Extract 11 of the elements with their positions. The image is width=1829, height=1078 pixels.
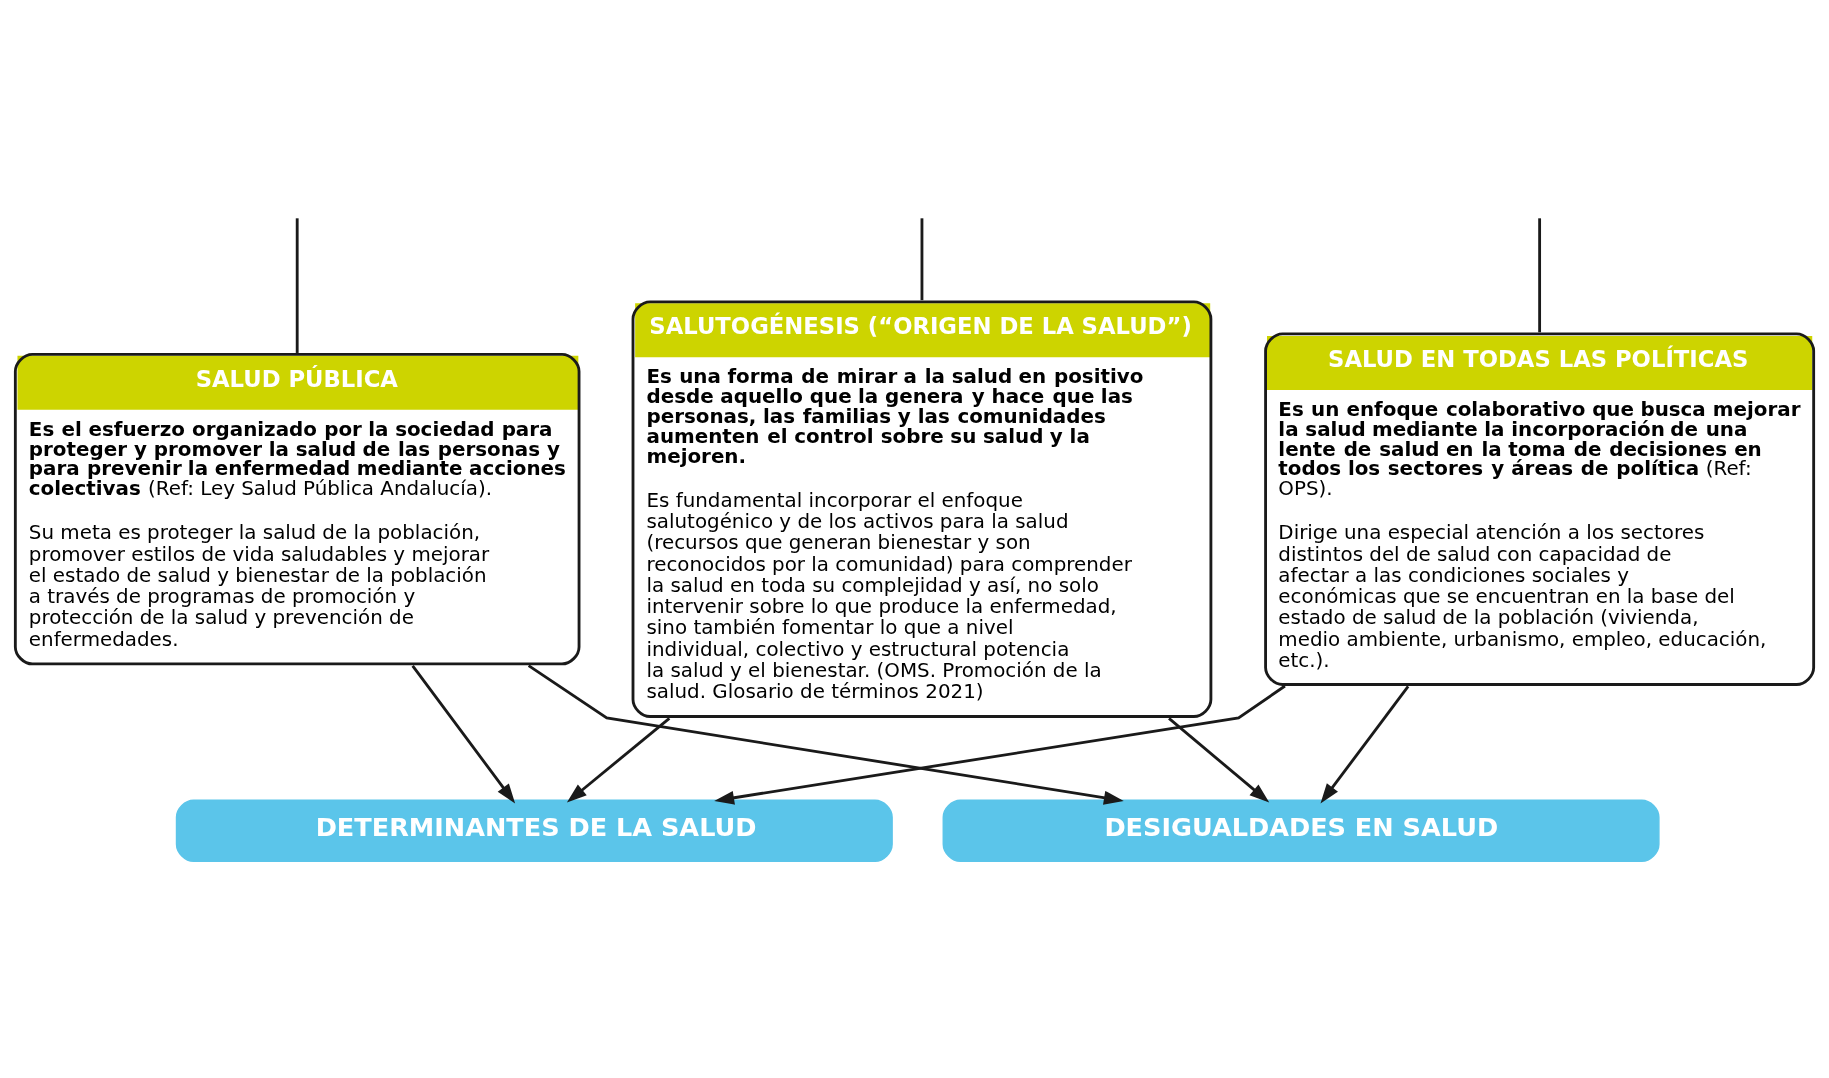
node-box: DESIGUALDADES EN SALUD [942, 799, 1660, 863]
arrow [566, 717, 671, 803]
arrow [411, 664, 516, 804]
arrow [1320, 685, 1410, 804]
arrow [527, 664, 1124, 805]
arrow [714, 684, 1286, 805]
node-box: DETERMINANTES DE LA SALUD [175, 799, 893, 863]
connector [1538, 218, 1542, 333]
arrow [1168, 717, 1270, 803]
connector [295, 218, 299, 353]
connector [920, 218, 924, 301]
